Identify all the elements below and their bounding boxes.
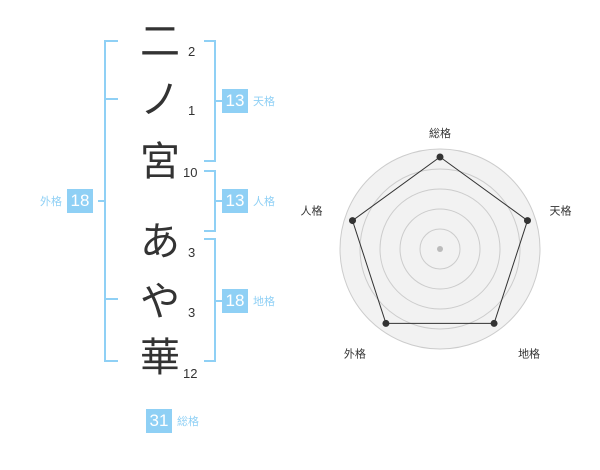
radar-axis-label-5: 人格 xyxy=(301,204,323,218)
name-char-1: 二 xyxy=(140,19,180,65)
radar-axis-label-1: 総格 xyxy=(429,126,451,140)
stroke-count-3: 10 xyxy=(183,165,198,180)
name-char-5: や xyxy=(140,279,180,325)
soukaku-value: 31 xyxy=(146,409,172,433)
stroke-count-2: 1 xyxy=(188,103,196,118)
name-char-6: 華 xyxy=(140,335,180,381)
name-char-3: 宮 xyxy=(140,139,180,185)
stroke-count-4: 3 xyxy=(188,245,196,260)
name-char-4: あ xyxy=(140,219,180,265)
gaikaku-tick-top xyxy=(104,98,118,100)
chikaku-value: 18 xyxy=(222,289,248,313)
radar-point-3 xyxy=(490,319,498,327)
gaikaku-value: 18 xyxy=(67,189,93,213)
radar-point-2 xyxy=(523,217,531,225)
radar-polygon xyxy=(351,156,529,324)
tenkaku-value: 13 xyxy=(222,89,248,113)
radar-axis-label-2: 天格 xyxy=(549,204,571,218)
radar-ring-1 xyxy=(419,228,461,270)
radar-point-1 xyxy=(436,153,444,161)
radar-axis-label-4: 外格 xyxy=(344,346,366,360)
chikaku-connector xyxy=(214,300,222,302)
radar-ring-2 xyxy=(399,208,481,290)
gaikaku-tick-bottom xyxy=(104,298,118,300)
jinkaku-badge: 13 人格 xyxy=(222,189,275,213)
stroke-count-5: 3 xyxy=(188,305,196,320)
stroke-count-1: 2 xyxy=(188,44,196,59)
tenkaku-connector xyxy=(214,100,222,102)
tenkaku-label: 天格 xyxy=(253,95,275,108)
radar-point-5 xyxy=(349,217,357,225)
chikaku-label: 地格 xyxy=(253,295,275,308)
jinkaku-value: 13 xyxy=(222,189,248,213)
jinkaku-label: 人格 xyxy=(253,195,275,208)
radar-point-4 xyxy=(382,319,390,327)
jinkaku-connector xyxy=(214,200,222,202)
gaikaku-label: 外格 xyxy=(40,195,62,208)
chikaku-badge: 18 地格 xyxy=(222,289,275,313)
radar-axis-label-3: 地格 xyxy=(518,346,540,360)
name-char-2: ノ xyxy=(140,77,180,123)
soukaku-label: 総格 xyxy=(177,415,199,428)
stroke-count-6: 12 xyxy=(183,366,198,381)
soukaku-badge: 31 総格 xyxy=(146,409,199,433)
radar-ring-3 xyxy=(379,188,501,310)
tenkaku-badge: 13 天格 xyxy=(222,89,275,113)
gaikaku-badge: 外格 18 xyxy=(40,189,93,213)
gaikaku-connector xyxy=(98,200,106,202)
radar-ring-4 xyxy=(359,168,521,330)
radar-center-dot xyxy=(437,246,443,252)
